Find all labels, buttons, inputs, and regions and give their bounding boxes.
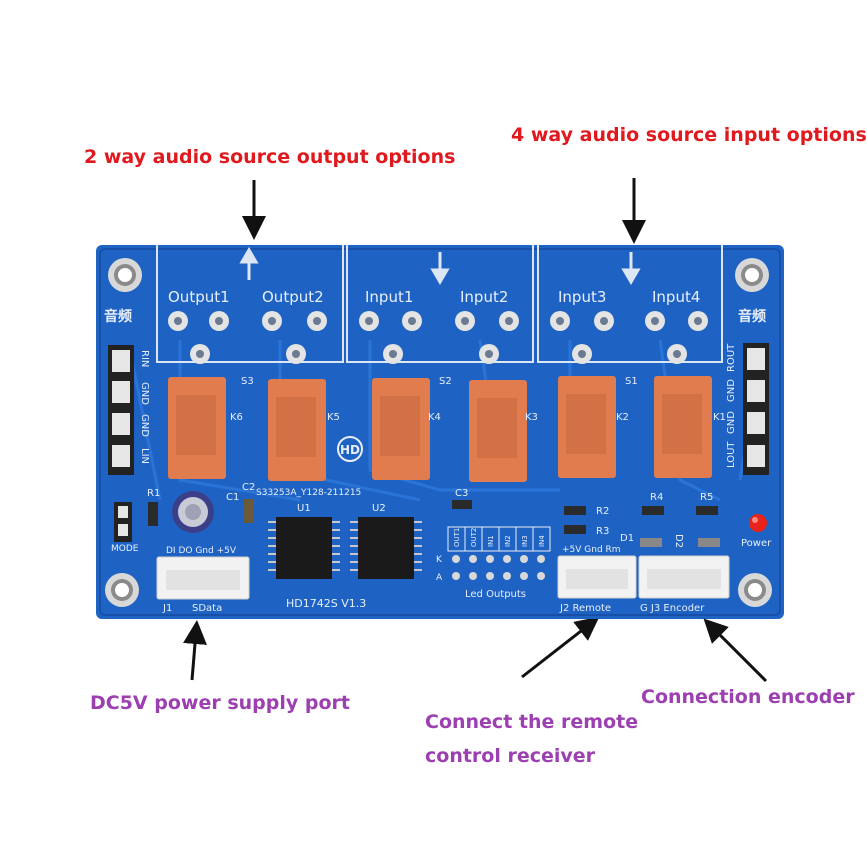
switch-label-s2: S2 xyxy=(439,376,452,387)
j1-name: SData xyxy=(192,603,222,614)
right-audio-header xyxy=(743,343,769,475)
resistor-label-r1: R1 xyxy=(147,488,160,499)
led-output-header xyxy=(447,526,551,552)
callout-encoder: Connection encoder xyxy=(641,686,855,708)
led-col-out2: OUT2 xyxy=(470,528,478,547)
smd-parts xyxy=(148,499,720,547)
led-col-in2: IN2 xyxy=(504,535,512,547)
audio-label-right: 音频 xyxy=(738,308,766,325)
ic-u2 xyxy=(358,517,414,579)
led-row-a: A xyxy=(436,573,443,583)
switch-label-s1: S1 xyxy=(625,376,638,387)
j1-pins: DI DO Gnd +5V xyxy=(166,546,237,556)
left-pin-lin: LIN xyxy=(139,448,150,464)
callout-remote-line1: Connect the remote xyxy=(425,711,639,733)
lot-code: S33253A_Y128-211215 xyxy=(256,488,361,498)
audio-label-left: 音频 xyxy=(104,308,132,325)
callout-power-port: DC5V power supply port xyxy=(90,692,350,714)
led-outputs-label: Led Outputs xyxy=(465,589,526,600)
left-audio-header xyxy=(108,345,134,475)
ic-label-u1: U1 xyxy=(297,503,311,514)
right-pin-gnd2: GND xyxy=(726,411,737,434)
switch-label-s3: S3 xyxy=(241,376,254,387)
relay-label-k4: K4 xyxy=(428,412,441,423)
callout-input-options: 4 way audio source input options xyxy=(511,124,867,146)
arrow-remote xyxy=(521,616,600,679)
ic-label-u2: U2 xyxy=(372,503,386,514)
jack-label-output1: Output1 xyxy=(168,288,230,306)
resistor-label-r5: R5 xyxy=(700,492,713,503)
right-pin-gnd1: GND xyxy=(726,379,737,402)
callout-output-options: 2 way audio source output options xyxy=(84,146,456,168)
right-pin-rout: ROUT xyxy=(726,343,737,372)
j1-label: J1 xyxy=(162,603,172,614)
right-pin-lout: LOUT xyxy=(726,441,737,468)
power-led xyxy=(749,514,767,532)
cap-label-c1: C1 xyxy=(226,492,239,503)
cap-label-c3: C3 xyxy=(455,488,468,499)
connector-j2 xyxy=(557,555,637,599)
jack-label-input1: Input1 xyxy=(365,288,413,306)
jack-label-input2: Input2 xyxy=(460,288,508,306)
mode-jumper xyxy=(114,502,132,542)
pcb-body xyxy=(96,245,784,619)
resistor-label-r2: R2 xyxy=(596,506,609,517)
model-label: HD1742S V1.3 xyxy=(286,597,366,610)
cap-label-c2: C2 xyxy=(242,482,255,493)
diode-label-d1: D1 xyxy=(620,533,634,544)
relay-label-k6: K6 xyxy=(230,412,243,423)
mode-label: MODE xyxy=(111,544,139,554)
j3-label: G J3 Encoder xyxy=(640,603,705,614)
led-row-k: K xyxy=(436,555,443,565)
ic-u1 xyxy=(276,517,332,579)
led-col-in1: IN1 xyxy=(487,535,495,547)
mounting-hole-top-left xyxy=(108,258,142,292)
connector-j3 xyxy=(638,555,730,599)
callout-remote-line2: control receiver xyxy=(425,745,596,767)
left-pin-rin: RIN xyxy=(139,350,150,367)
led-col-out1: OUT1 xyxy=(453,528,461,547)
relay-label-k5: K5 xyxy=(327,412,340,423)
mounting-hole-bottom-right xyxy=(738,573,772,607)
j2-pins: +5V Gnd Rm xyxy=(562,545,621,555)
led-col-in3: IN3 xyxy=(521,535,529,547)
left-pin-gnd1: GND xyxy=(139,382,150,405)
jack-label-output2: Output2 xyxy=(262,288,324,306)
relay-label-k2: K2 xyxy=(616,412,629,423)
resistor-label-r4: R4 xyxy=(650,492,663,503)
arrow-power-port xyxy=(183,620,207,681)
electrolytic-capacitor xyxy=(172,491,214,533)
mounting-hole-bottom-left xyxy=(105,573,139,607)
connector-j1 xyxy=(156,556,250,600)
relay-label-k3: K3 xyxy=(525,412,538,423)
mounting-hole-top-right xyxy=(735,258,769,292)
led-col-in4: IN4 xyxy=(538,535,546,547)
relay-label-k1: K1 xyxy=(713,412,726,423)
hd-logo-text: HD xyxy=(340,443,360,457)
hd-logo xyxy=(337,436,363,462)
led-pin-grid xyxy=(452,555,545,580)
resistor-label-r3: R3 xyxy=(596,526,609,537)
j2-label: J2 Remote xyxy=(559,603,611,614)
left-pin-gnd2: GND xyxy=(139,414,150,437)
jack-label-input3: Input3 xyxy=(558,288,606,306)
jack-label-input4: Input4 xyxy=(652,288,700,306)
diode-label-d2: D2 xyxy=(673,534,684,548)
arrow-encoder xyxy=(703,618,768,683)
power-led-label: Power xyxy=(741,538,772,549)
